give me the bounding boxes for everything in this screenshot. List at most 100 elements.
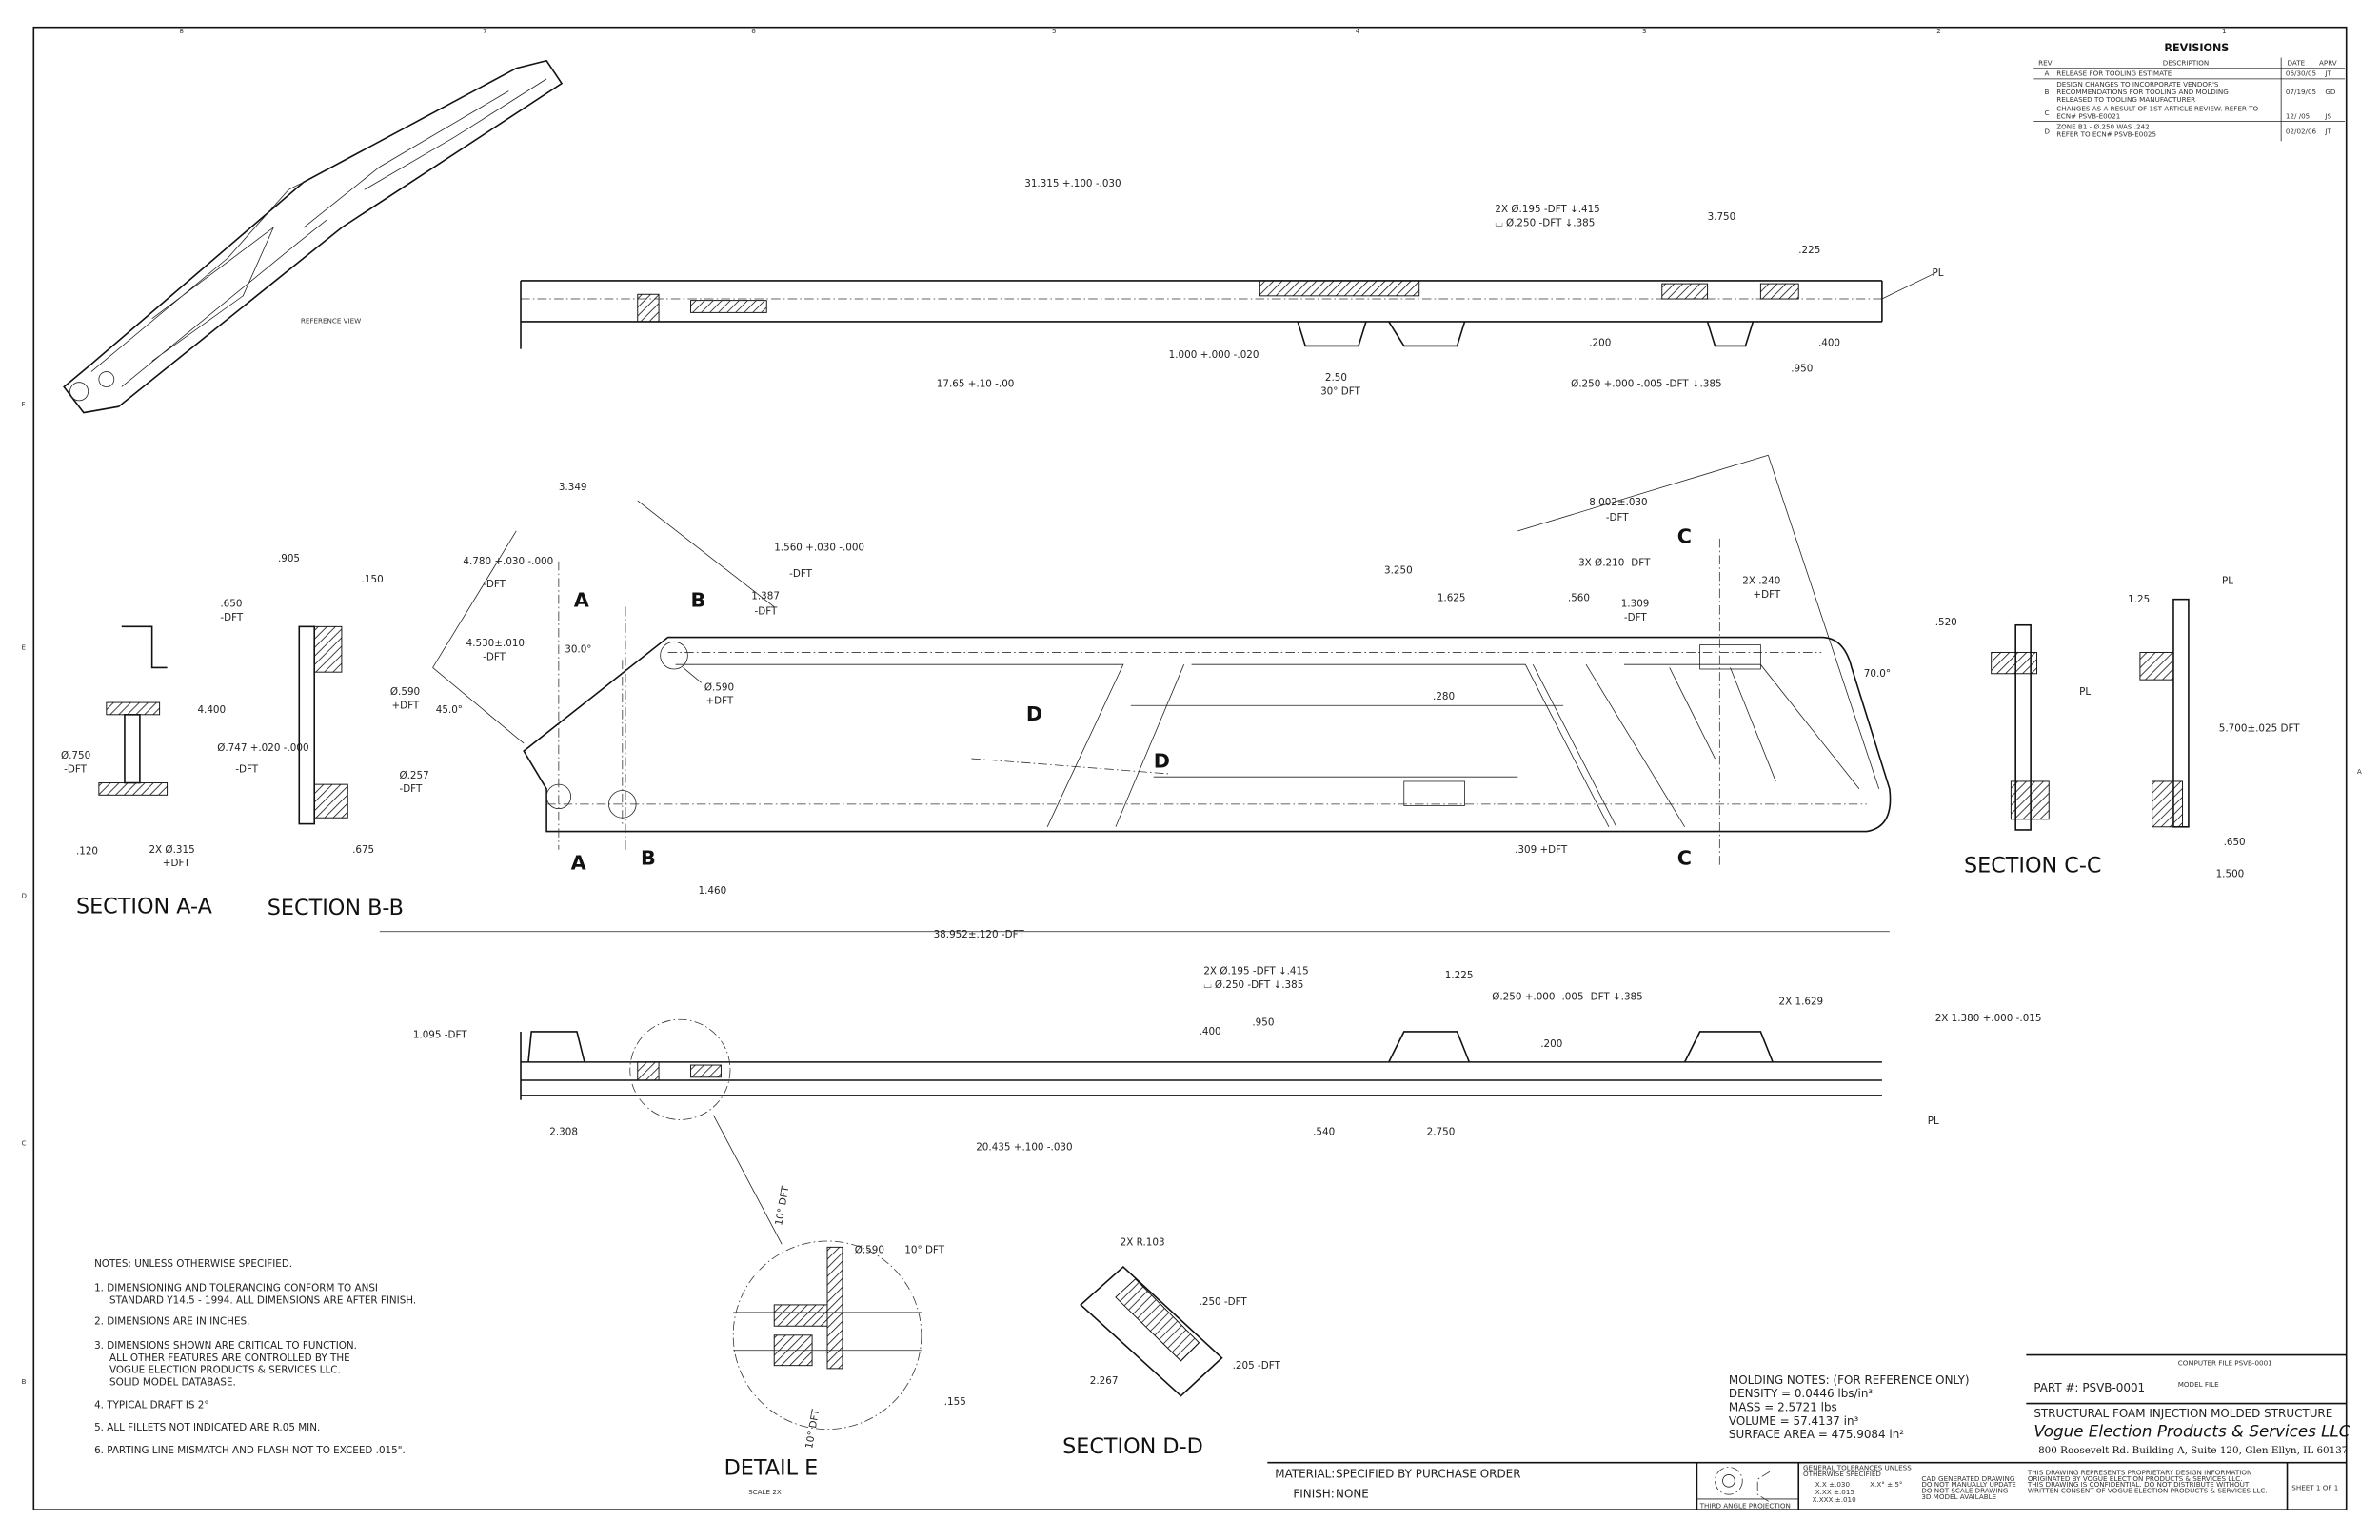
- dimension-label: 3.750: [1708, 211, 1736, 223]
- dimension-label: 31.315 +.100 -.030: [1024, 178, 1121, 189]
- dimension-label: 1.225: [1445, 970, 1474, 981]
- drawing-text: 2.267: [1090, 1375, 1119, 1387]
- section-d-d-title: SECTION D-D: [1062, 1434, 1203, 1459]
- dimension-label: Ø.250 +.000 -.005 -DFT ↓.385: [1571, 378, 1722, 389]
- dimension-label: .400: [1818, 337, 1840, 348]
- drawing-text: .155: [944, 1396, 966, 1408]
- drawing-text: CHANGES AS A RESULT OF 1ST ARTICLE REVIE…: [2056, 104, 2258, 112]
- drawing-text: 2X Ø.315: [149, 844, 194, 856]
- revision-row: C CHANGES AS A RESULT OF 1ST ARTICLE REV…: [2044, 104, 2331, 120]
- dimension-label: .225: [1798, 245, 1820, 256]
- dimension-label: 4.530±.010: [466, 638, 525, 649]
- zone-col: 4: [1356, 27, 1360, 35]
- dimension-label: .950: [1252, 1017, 1274, 1029]
- zone-col: 6: [751, 27, 756, 35]
- part-description: STRUCTURAL FOAM INJECTION MOLDED STRUCTU…: [2033, 1407, 2332, 1420]
- dimension-label: PL: [1933, 267, 1944, 279]
- section-c-c: .520 1.25 PL 5.700±.025 DFT .650 1.500 P…: [1935, 576, 2301, 880]
- drawing-text: RECOMMENDATIONS FOR TOOLING AND MOLDING: [2056, 88, 2229, 96]
- dimension-label: 1.095 -DFT: [413, 1029, 467, 1040]
- drawing-text: .150: [362, 574, 384, 585]
- drawing-text: 5.700±.025 DFT: [2219, 722, 2300, 734]
- dimension-label: 4.780 +.030 -.000: [463, 556, 553, 567]
- drawing-text: JS: [2324, 111, 2331, 120]
- zone-row: E: [22, 642, 27, 651]
- zone-col: 1: [2222, 27, 2227, 35]
- drawing-text: 6. PARTING LINE MISMATCH AND FLASH NOT T…: [94, 1445, 406, 1456]
- drawing-text: Ø.747 +.020 -.000: [217, 742, 308, 754]
- drawing-text: RELEASED TO TOOLING MANUFACTURER: [2056, 95, 2195, 104]
- drawing-text: MODEL FILE: [2178, 1380, 2219, 1389]
- revision-row: A RELEASE FOR TOOLING ESTIMATE 06/30/05 …: [2044, 69, 2331, 78]
- section-a-a: .650 -DFT 4.400 Ø.750 -DFT .120 2X Ø.315…: [61, 599, 244, 919]
- drawing-text: C: [2044, 109, 2049, 117]
- dimension-label: Ø.250 +.000 -.005 -DFT ↓.385: [1492, 992, 1643, 1003]
- section-mark-d: D: [1154, 750, 1170, 773]
- top-elevation-view: 31.315 +.100 -.030 17.65 +.10 -.00 2X Ø.…: [520, 178, 1944, 397]
- dimension-label: ⌴ Ø.250 -DFT ↓.385: [1203, 979, 1303, 991]
- reference-view: REFERENCE VIEW: [63, 59, 564, 414]
- drawing-text: COMPUTER FILE PSVB-0001: [2178, 1359, 2272, 1368]
- dimension-label: 3.250: [1384, 565, 1413, 577]
- section-b-b: .905 .150 Ø.747 +.020 -.000 -DFT Ø.590 +…: [217, 553, 429, 920]
- drawing-text: 3. DIMENSIONS SHOWN ARE CRITICAL TO FUNC…: [94, 1340, 357, 1352]
- zone-markers: 8 7 6 5 4 3 2 1 F E D C B A: [22, 27, 2362, 1386]
- drawing-text: VOGUE ELECTION PRODUCTS & SERVICES LLC.: [109, 1365, 341, 1376]
- dimension-label: 38.952±.120 -DFT: [934, 929, 1025, 940]
- drawing-text: X.XX ±.015: [1815, 1488, 1854, 1496]
- zone-col: 7: [483, 27, 487, 35]
- drawing-text: 2X R.103: [1121, 1237, 1165, 1249]
- dimension-label: 1.000 +.000 -.020: [1169, 349, 1259, 361]
- dimension-label: -DFT: [483, 579, 506, 590]
- section-mark-a: A: [571, 851, 586, 874]
- drawing-text: +DFT: [392, 700, 420, 711]
- section-b-b-title: SECTION B-B: [268, 896, 404, 920]
- drawing-text: 5. ALL FILLETS NOT INDICATED ARE R.05 MI…: [94, 1422, 320, 1433]
- drawing-text: 06/30/05: [2286, 69, 2316, 78]
- revisions-table: REVISIONS REV DESCRIPTION DATE APRV A RE…: [2033, 42, 2346, 142]
- drawing-text: DO NOT MANUALLY UPDATE: [1921, 1480, 2016, 1489]
- title-block: COMPUTER FILE PSVB-0001 PART #: PSVB-000…: [1696, 1353, 2350, 1510]
- drawing-text: 4.400: [197, 704, 226, 716]
- drawing-text: SPECIFIED BY PURCHASE ORDER: [1336, 1468, 1520, 1481]
- drawing-text: WRITTEN CONSENT OF VOGUE ELECTION PRODUC…: [2028, 1487, 2268, 1495]
- drawing-text: .905: [278, 553, 300, 564]
- detail-e-scale: SCALE 2X: [748, 1488, 782, 1496]
- drawing-text: PL: [2222, 576, 2233, 587]
- zone-row: C: [22, 1139, 27, 1148]
- drawing-text: NOTES: UNLESS OTHERWISE SPECIFIED.: [94, 1258, 292, 1270]
- section-c-c-title: SECTION C-C: [1964, 854, 2102, 879]
- drawing-text: 10° DFT: [904, 1245, 944, 1256]
- dimension-label: 1.560 +.030 -.000: [774, 543, 864, 554]
- dimension-label: .560: [1568, 592, 1590, 603]
- drawing-text: X.XXX ±.010: [1813, 1495, 1857, 1504]
- detail-e: Ø.590 10° DFT 10° DFT 10° DFT .155 DETAI…: [713, 1115, 966, 1496]
- section-mark-d: D: [1026, 702, 1042, 725]
- drawing-text: SURFACE AREA = 475.9084 in²: [1729, 1428, 1904, 1441]
- drawing-text: -DFT: [235, 763, 258, 775]
- dimension-label: 2.750: [1427, 1126, 1456, 1137]
- dimension-label: .309 +DFT: [1515, 844, 1568, 856]
- drawing-text: REFER TO ECN# PSVB-E0025: [2056, 129, 2156, 138]
- drawing-text: SOLID MODEL DATABASE.: [109, 1376, 236, 1388]
- dimension-label: 20.435 +.100 -.030: [976, 1141, 1072, 1153]
- dimension-label: 17.65 +.10 -.00: [937, 378, 1015, 389]
- drawing-text: 1.25: [2128, 594, 2150, 605]
- dimension-label: 1.387: [751, 591, 780, 602]
- dimension-label: 8.002±.030: [1589, 497, 1647, 508]
- drawing-text: .120: [76, 845, 98, 857]
- drawing-text: 1. DIMENSIONING AND TOLERANCING CONFORM …: [94, 1283, 378, 1294]
- drawing-text: Ø.750: [61, 750, 90, 761]
- dimension-label: 2X .240: [1742, 576, 1780, 587]
- detail-e-title: DETAIL E: [724, 1455, 819, 1480]
- drawing-text: ORIGINATED BY VOGUE ELECTION PRODUCTS & …: [2028, 1474, 2243, 1483]
- section-mark-b: B: [691, 589, 706, 612]
- dimension-label: -DFT: [1624, 612, 1647, 623]
- drawing-text: MATERIAL:: [1275, 1468, 1335, 1481]
- aprv-header: APRV: [2319, 59, 2337, 68]
- zone-col: 8: [179, 27, 184, 35]
- drawing-text: Ø.590: [855, 1245, 884, 1256]
- drawing-text: THIRD ANGLE PROJECTION: [1699, 1502, 1791, 1510]
- drawing-text: D: [2044, 127, 2050, 135]
- revision-row: D ZONE B1 - Ø.250 WAS .242 REFER TO ECN#…: [2044, 122, 2331, 138]
